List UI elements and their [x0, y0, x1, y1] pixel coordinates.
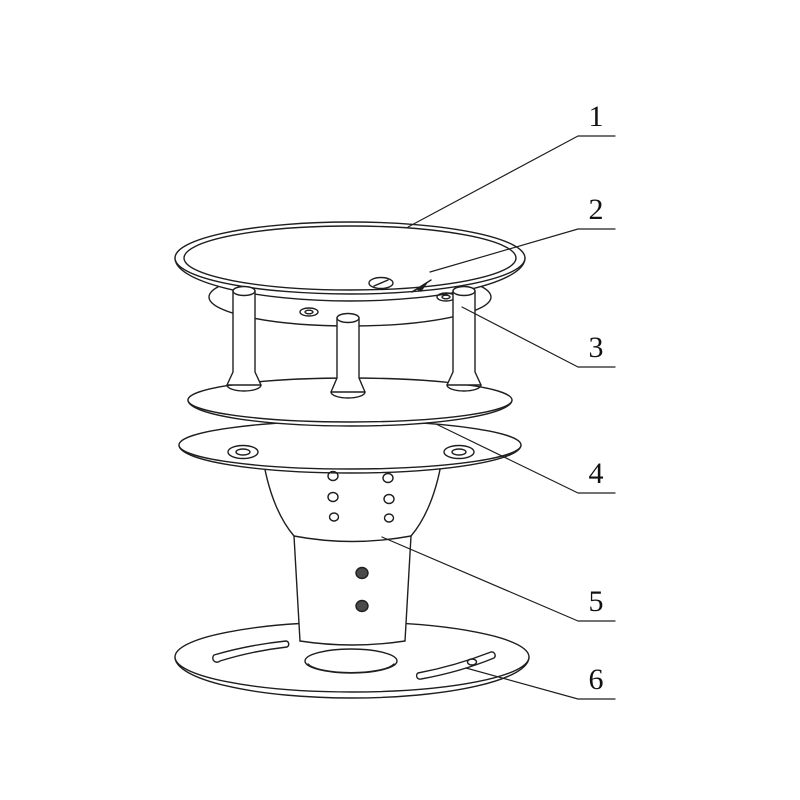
- leader-line-2: [429, 228, 616, 273]
- callout-label-1: 1: [588, 100, 604, 133]
- body-holes: [327, 470, 395, 613]
- leader-line-4: [435, 423, 616, 494]
- support-posts-drawing: [226, 285, 482, 399]
- callout-label-5: 5: [588, 585, 604, 618]
- leader-line-3: [461, 306, 616, 368]
- leader-line-5: [381, 536, 616, 622]
- leader-lines: [381, 135, 616, 700]
- callout-label-3: 3: [588, 331, 604, 364]
- top-cap-drawing: [174, 221, 526, 302]
- louver-stack-drawing: [178, 377, 522, 474]
- callout-label-2: 2: [588, 193, 604, 226]
- leader-line-6: [465, 667, 616, 700]
- callout-label-6: 6: [588, 663, 604, 696]
- body-drawing: [261, 451, 444, 646]
- callout-label-4: 4: [588, 457, 604, 490]
- cap-surface-details: [368, 276, 432, 293]
- leader-line-1: [407, 135, 616, 228]
